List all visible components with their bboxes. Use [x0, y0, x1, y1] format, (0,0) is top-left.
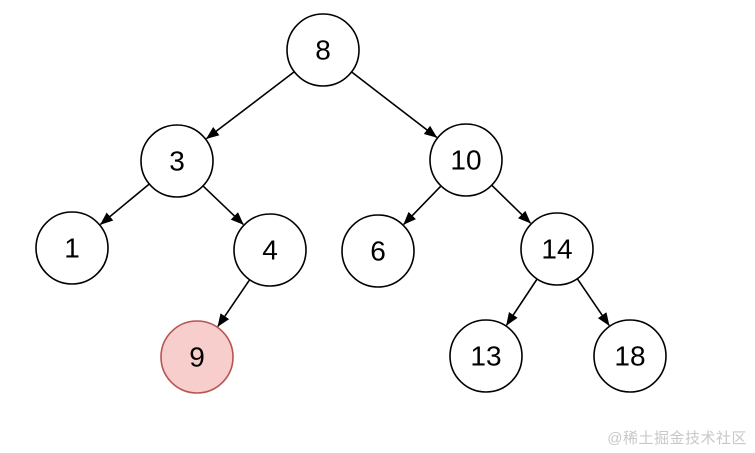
edge-4-9 [217, 279, 251, 327]
node-label: 10 [450, 145, 481, 176]
edge-8-3 [205, 71, 295, 140]
node-circle [233, 213, 307, 287]
tree-node-6: 6 [341, 214, 415, 288]
watermark: @稀土掘金技术社区 [607, 430, 747, 447]
edge-10-14 [491, 184, 532, 224]
node-label: 18 [614, 341, 645, 372]
node-circle [449, 319, 523, 393]
node-circle [286, 13, 360, 87]
edge-3-4 [202, 185, 244, 225]
edge-8-10 [351, 71, 438, 139]
edge-14-13 [505, 278, 538, 326]
node-label: 14 [541, 234, 572, 265]
tree-node-4: 4 [233, 213, 307, 287]
node-circle [593, 319, 667, 393]
node-label: 13 [470, 341, 501, 372]
tree-node-1: 1 [35, 211, 109, 285]
node-label: 4 [262, 235, 278, 266]
node-circle [160, 320, 234, 394]
node-circle [341, 214, 415, 288]
tree-node-14: 14 [520, 212, 594, 286]
edge-3-1 [99, 183, 150, 226]
node-label: 3 [169, 146, 185, 177]
edge-10-6 [403, 185, 442, 225]
node-circle [520, 212, 594, 286]
node-circle [429, 123, 503, 197]
node-circle [35, 211, 109, 285]
tree-node-8: 8 [286, 13, 360, 87]
tree-node-18: 18 [593, 319, 667, 393]
node-label: 8 [315, 35, 331, 66]
tree-node-9: 9 [160, 320, 234, 394]
edge-14-18 [576, 278, 610, 326]
tree-node-3: 3 [140, 124, 214, 198]
node-label: 9 [189, 342, 205, 373]
node-label: 6 [370, 236, 386, 267]
tree-node-13: 13 [449, 319, 523, 393]
node-label: 1 [64, 233, 80, 264]
edges-layer [99, 71, 610, 327]
node-circle [140, 124, 214, 198]
tree-node-10: 10 [429, 123, 503, 197]
